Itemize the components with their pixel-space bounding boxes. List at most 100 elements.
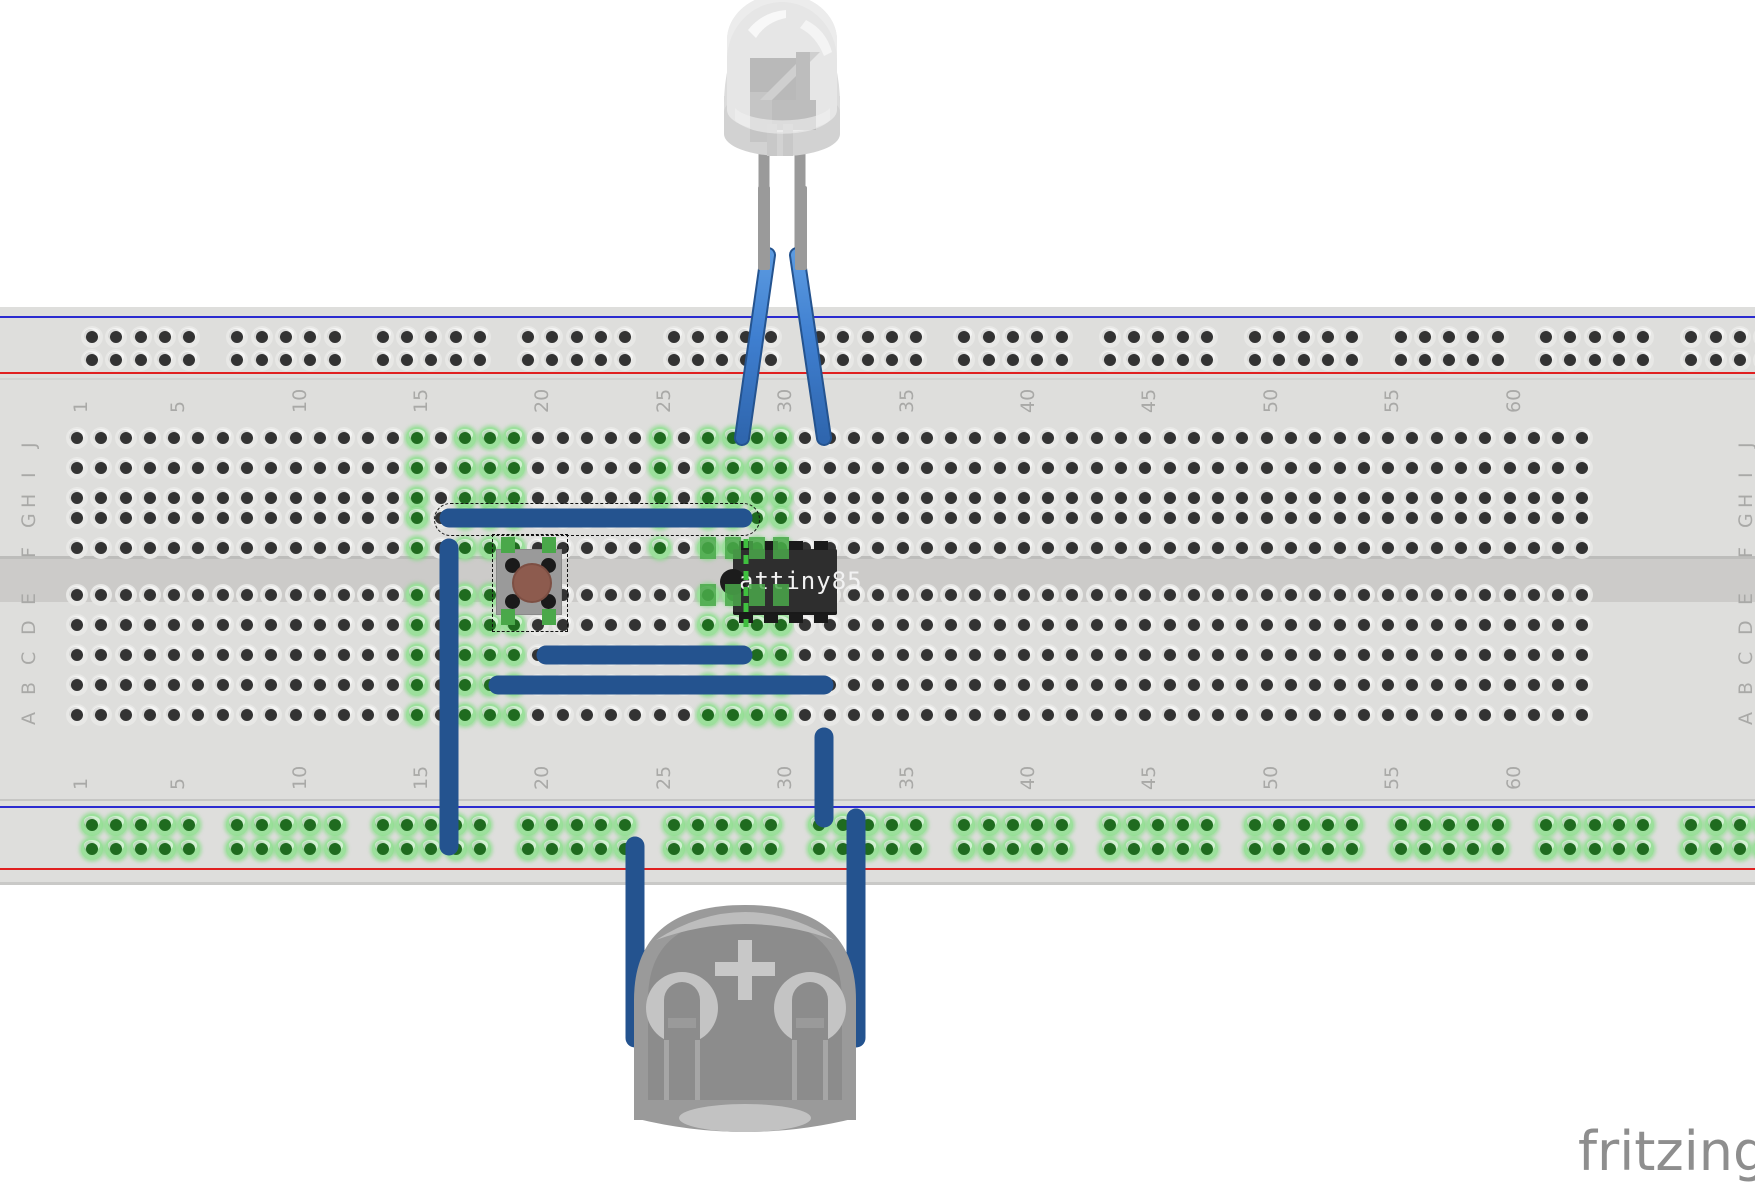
hole-H3[interactable] <box>114 487 137 509</box>
hole-F13[interactable] <box>357 537 380 559</box>
hole-D1[interactable] <box>66 614 88 636</box>
hole-D10[interactable] <box>284 614 307 636</box>
hole-A19[interactable] <box>503 704 526 726</box>
hole-C3[interactable] <box>114 644 137 666</box>
hole-A8[interactable] <box>235 704 258 726</box>
hole-J15[interactable] <box>405 427 428 449</box>
hole-F5[interactable] <box>163 537 186 559</box>
hole-B4[interactable] <box>138 674 161 696</box>
hole-I5[interactable] <box>163 457 186 479</box>
hole-E3[interactable] <box>114 584 137 606</box>
hole-B9[interactable] <box>260 674 283 696</box>
hole-D12[interactable] <box>333 614 356 636</box>
hole-E12[interactable] <box>333 584 356 606</box>
hole-D11[interactable] <box>308 614 331 636</box>
hole-C6[interactable] <box>187 644 210 666</box>
hole-J7[interactable] <box>211 427 234 449</box>
hole-J16[interactable] <box>430 427 453 449</box>
hole-H1[interactable] <box>66 487 88 509</box>
hole-C8[interactable] <box>235 644 258 666</box>
hole-A3[interactable] <box>114 704 137 726</box>
hole-C14[interactable] <box>381 644 404 666</box>
hole-I3[interactable] <box>114 457 137 479</box>
hole-A14[interactable] <box>381 704 404 726</box>
hole-E4[interactable] <box>138 584 161 606</box>
hole-J9[interactable] <box>260 427 283 449</box>
hole-F10[interactable] <box>284 537 307 559</box>
hole-B11[interactable] <box>308 674 331 696</box>
hole-E5[interactable] <box>163 584 186 606</box>
hole-C4[interactable] <box>138 644 161 666</box>
hole-I8[interactable] <box>235 457 258 479</box>
hole-I11[interactable] <box>308 457 331 479</box>
hole-A11[interactable] <box>308 704 331 726</box>
hole-D14[interactable] <box>381 614 404 636</box>
hole-H4[interactable] <box>138 487 161 509</box>
hole-E10[interactable] <box>284 584 307 606</box>
hole-A6[interactable] <box>187 704 210 726</box>
hole-I7[interactable] <box>211 457 234 479</box>
hole-C17[interactable] <box>454 644 477 666</box>
hole-G1[interactable] <box>66 507 88 529</box>
hole-J6[interactable] <box>187 427 210 449</box>
hole-F11[interactable] <box>308 537 331 559</box>
hole-D2[interactable] <box>90 614 113 636</box>
hole-H15[interactable] <box>405 487 428 509</box>
hole-B7[interactable] <box>211 674 234 696</box>
hole-D6[interactable] <box>187 614 210 636</box>
hole-J11[interactable] <box>308 427 331 449</box>
hole-I1[interactable] <box>66 457 88 479</box>
hole-I19[interactable] <box>503 457 526 479</box>
hole-I14[interactable] <box>381 457 404 479</box>
hole-G9[interactable] <box>260 507 283 529</box>
hole-B15[interactable] <box>405 674 428 696</box>
hole-G4[interactable] <box>138 507 161 529</box>
hole-C18[interactable] <box>478 644 501 666</box>
hole-E17[interactable] <box>454 584 477 606</box>
hole-C11[interactable] <box>308 644 331 666</box>
hole-G3[interactable] <box>114 507 137 529</box>
hole-J4[interactable] <box>138 427 161 449</box>
hole-C9[interactable] <box>260 644 283 666</box>
hole-F15[interactable] <box>405 537 428 559</box>
hole-G12[interactable] <box>333 507 356 529</box>
hole-I9[interactable] <box>260 457 283 479</box>
hole-H6[interactable] <box>187 487 210 509</box>
hole-J18[interactable] <box>478 427 501 449</box>
hole-D7[interactable] <box>211 614 234 636</box>
hole-J14[interactable] <box>381 427 404 449</box>
hole-D3[interactable] <box>114 614 137 636</box>
hole-J19[interactable] <box>503 427 526 449</box>
hole-F7[interactable] <box>211 537 234 559</box>
hole-A18[interactable] <box>478 704 501 726</box>
hole-E15[interactable] <box>405 584 428 606</box>
hole-A4[interactable] <box>138 704 161 726</box>
hole-A10[interactable] <box>284 704 307 726</box>
hole-I2[interactable] <box>90 457 113 479</box>
hole-I20[interactable] <box>527 457 550 479</box>
hole-I18[interactable] <box>478 457 501 479</box>
hole-E9[interactable] <box>260 584 283 606</box>
hole-D4[interactable] <box>138 614 161 636</box>
hole-E1[interactable] <box>66 584 88 606</box>
hole-G6[interactable] <box>187 507 210 529</box>
hole-H12[interactable] <box>333 487 356 509</box>
hole-D9[interactable] <box>260 614 283 636</box>
hole-G7[interactable] <box>211 507 234 529</box>
hole-J13[interactable] <box>357 427 380 449</box>
hole-J1[interactable] <box>66 427 88 449</box>
hole-G11[interactable] <box>308 507 331 529</box>
hole-C7[interactable] <box>211 644 234 666</box>
hole-J12[interactable] <box>333 427 356 449</box>
hole-J20[interactable] <box>527 427 550 449</box>
hole-H11[interactable] <box>308 487 331 509</box>
hole-F8[interactable] <box>235 537 258 559</box>
hole-H14[interactable] <box>381 487 404 509</box>
hole-A7[interactable] <box>211 704 234 726</box>
hole-J8[interactable] <box>235 427 258 449</box>
hole-E7[interactable] <box>211 584 234 606</box>
hole-E2[interactable] <box>90 584 113 606</box>
hole-I6[interactable] <box>187 457 210 479</box>
hole-B17[interactable] <box>454 674 477 696</box>
